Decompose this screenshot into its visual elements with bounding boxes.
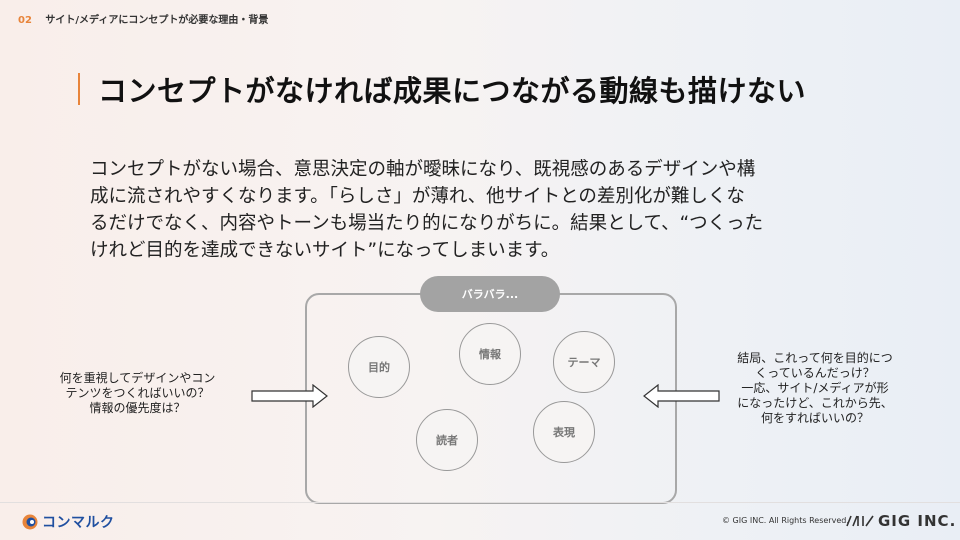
right-line: 何をすればいいの？ (760, 411, 869, 425)
circle-purpose: 目的 (348, 336, 410, 398)
right-question: 結局、これって何を目的につ くっているんだっけ？ 一応、サイト/メディアが形 に… (720, 351, 910, 426)
body-paragraph: コンセプトがない場合、意思決定の軸が曖昧になり、既視感のあるデザインや構 成に流… (90, 156, 890, 264)
section-title: サイト/メディアにコンセプトが必要な理由・背景 (45, 15, 269, 26)
slide-title: コンセプトがなければ成果につながる動線も描けない (98, 74, 807, 108)
company-logo: GIG INC. (846, 512, 956, 530)
brand-name: コンマルク (42, 515, 115, 531)
left-question: 何を重視してデザインやコン テンツをつくればいいの？ 情報の優先度は？ (40, 371, 235, 416)
circle-information: 情報 (459, 323, 521, 385)
brand-mark-icon (22, 514, 38, 530)
circle-expression: 表現 (533, 401, 595, 463)
page-number: 02 (18, 15, 32, 26)
left-line: 情報の優先度は？ (89, 401, 186, 415)
right-line: 結局、これって何を目的につ (737, 351, 893, 365)
circle-reader: 読者 (416, 409, 478, 471)
body-line: 成に流されやすくなります。「らしさ」が薄れ、他サイトとの差別化が難しくな (90, 186, 745, 207)
right-line: になったけど、これから先、 (737, 396, 893, 410)
page-header: 02 サイト/メディアにコンセプトが必要な理由・背景 (18, 11, 268, 26)
company-mark-icon (846, 515, 874, 527)
copyright-text: © GIG INC. All Rights Reserved. (722, 516, 849, 525)
left-arrow-icon (643, 384, 720, 408)
left-line: 何を重視してデザインやコン (59, 371, 216, 385)
body-line: コンセプトがない場合、意思決定の軸が曖昧になり、既視感のあるデザインや構 (90, 159, 756, 180)
right-line: 一応、サイト/メディアが形 (741, 381, 889, 395)
brand-logo: コンマルク (22, 512, 115, 532)
body-line: けれど目的を達成できないサイト”になってしまいます。 (90, 240, 560, 261)
company-name: GIG INC. (878, 512, 957, 530)
title-accent-bar (78, 73, 80, 105)
left-line: テンツをつくればいいの？ (65, 386, 210, 400)
footer-divider (0, 502, 960, 503)
circle-theme: テーマ (553, 331, 615, 393)
scattered-pill: バラバラ... (420, 276, 560, 312)
right-arrow-icon (251, 384, 328, 408)
right-line: くっているんだっけ？ (755, 366, 875, 380)
body-line: るだけでなく、内容やトーンも場当たり的になりがちに。結果として、“つくった (90, 213, 764, 234)
